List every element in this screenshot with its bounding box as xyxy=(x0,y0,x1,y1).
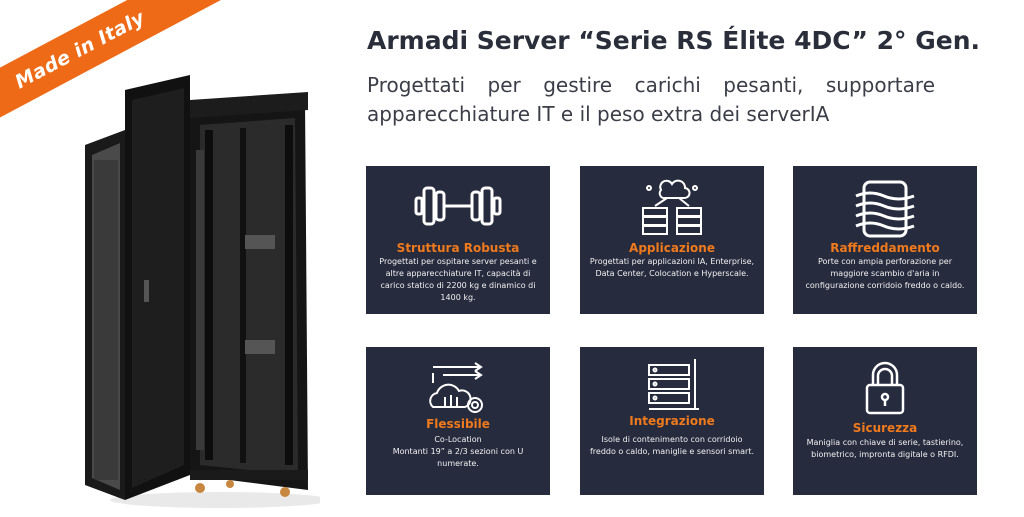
feature-grid: Struttura Robusta Progettati per ospitar… xyxy=(366,166,978,516)
feature-title: Integrazione xyxy=(629,414,715,428)
feature-title: Sicurezza xyxy=(852,421,918,435)
dumbbell-icon xyxy=(366,176,550,240)
feature-description: Progettati per ospitare server pesanti e… xyxy=(379,257,537,302)
feature-card-raffreddamento: Raffreddamento Porte con ampia perforazi… xyxy=(793,166,977,314)
airflow-panel-icon xyxy=(793,176,977,240)
server-rack-image xyxy=(85,75,320,508)
page-subtitle: Progettati per gestire carichi pesanti, … xyxy=(367,73,935,126)
cloud-servers-icon xyxy=(580,176,764,240)
feature-title: Raffreddamento xyxy=(830,241,940,255)
feature-card-applicazione: Applicazione Progettati per applicazioni… xyxy=(580,166,764,314)
feature-card-sicurezza: Sicurezza Maniglia con chiave di serie, … xyxy=(793,347,977,495)
cloud-gear-arrows-icon xyxy=(366,357,550,421)
feature-title: Applicazione xyxy=(629,241,715,255)
feature-title: Struttura Robusta xyxy=(396,241,520,255)
feature-description-line: Montanti 19” a 2/3 sezioni con U numerat… xyxy=(392,447,524,468)
feature-description: Maniglia con chiave di serie, tastierino… xyxy=(806,438,964,459)
padlock-icon xyxy=(793,357,977,421)
feature-card-struttura: Struttura Robusta Progettati per ospitar… xyxy=(366,166,550,314)
feature-title: Flessibile xyxy=(426,417,490,431)
feature-description: Co-Location Montanti 19” a 2/3 sezioni c… xyxy=(374,434,542,470)
feature-description: Porte con ampia perforazione per maggior… xyxy=(805,257,965,290)
feature-description: Isole di contenimento con corridoio fred… xyxy=(589,435,754,456)
feature-card-integrazione: Integrazione Isole di contenimento con c… xyxy=(580,347,764,495)
page-title: Armadi Server “Serie RS Élite 4DC” 2° Ge… xyxy=(367,26,980,55)
feature-description: Progettati per applicazioni IA, Enterpri… xyxy=(589,257,755,278)
server-rack-icon xyxy=(580,357,764,421)
feature-description-line: Co-Location xyxy=(434,435,482,444)
feature-card-flessibile: Flessibile Co-Location Montanti 19” a 2/… xyxy=(366,347,550,495)
